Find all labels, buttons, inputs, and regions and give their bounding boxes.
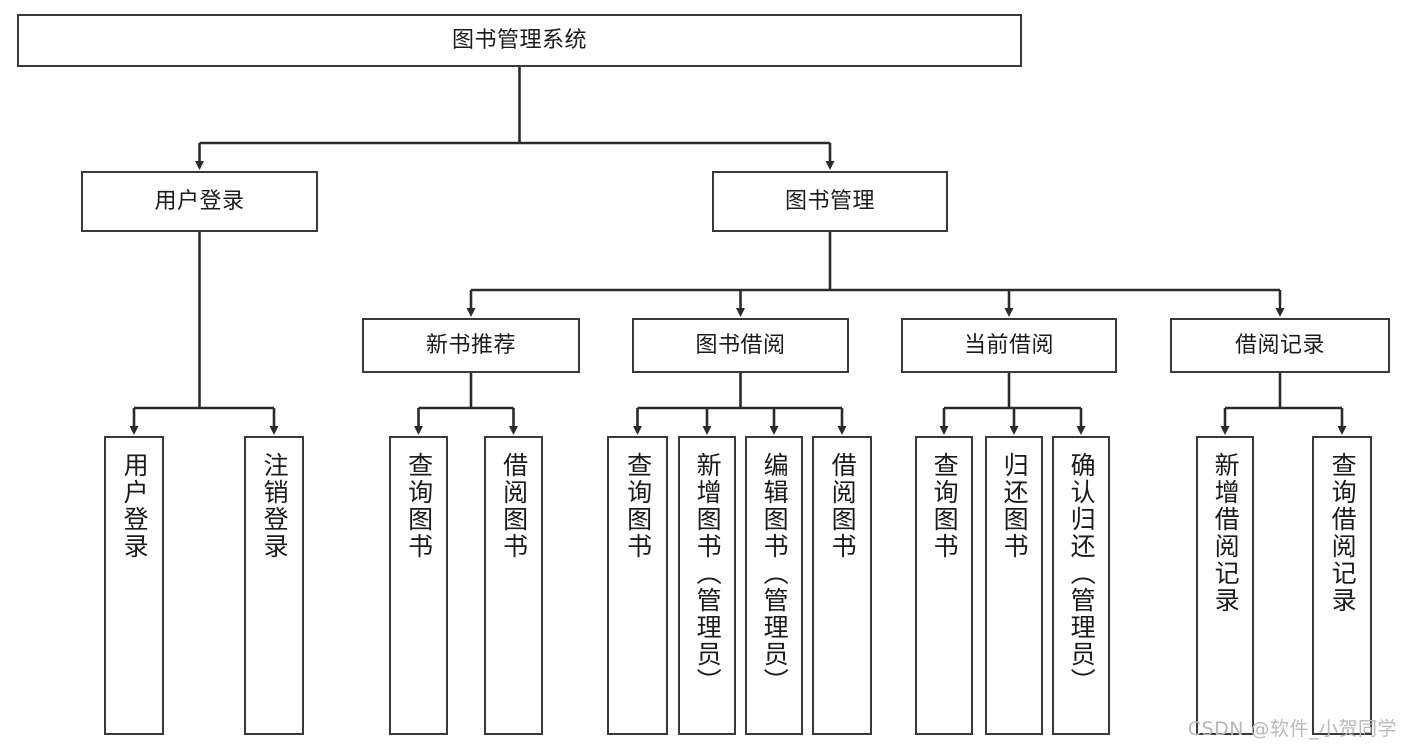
node-book-borrow[interactable]: 图书借阅 — [632, 318, 849, 373]
node-leaf-confirm-return[interactable]: 确认归还（管理员） — [1052, 436, 1110, 735]
node-label-leaf-add-record: 新增借阅记录 — [1211, 452, 1241, 614]
node-current-borrow[interactable]: 当前借阅 — [901, 318, 1117, 373]
node-root[interactable]: 图书管理系统 — [17, 14, 1022, 67]
node-borrow-record[interactable]: 借阅记录 — [1170, 318, 1390, 373]
node-leaf-query-book-b[interactable]: 查询图书 — [607, 436, 668, 735]
node-leaf-add-book[interactable]: 新增图书（管理员） — [678, 436, 736, 735]
node-label-leaf-user-login: 用户登录 — [120, 452, 150, 560]
node-label-root: 图书管理系统 — [451, 27, 587, 53]
node-label-book-borrow: 图书借阅 — [695, 332, 786, 358]
node-label-leaf-edit-book: 编辑图书（管理员） — [760, 452, 790, 695]
node-label-leaf-query-book-b: 查询图书 — [623, 452, 653, 560]
node-label-current-borrow: 当前借阅 — [963, 332, 1054, 358]
node-leaf-query-book-a[interactable]: 查询图书 — [389, 436, 448, 735]
node-leaf-user-login[interactable]: 用户登录 — [104, 436, 164, 735]
csdn-watermark: CSDN @软件_小贺同学 — [1187, 718, 1397, 740]
node-user-login[interactable]: 用户登录 — [81, 171, 318, 232]
node-label-leaf-confirm-return: 确认归还（管理员） — [1067, 452, 1097, 695]
node-leaf-add-record[interactable]: 新增借阅记录 — [1196, 436, 1254, 735]
node-leaf-query-record[interactable]: 查询借阅记录 — [1312, 436, 1372, 735]
node-leaf-query-book-c[interactable]: 查询图书 — [915, 436, 973, 735]
node-label-new-book-rec: 新书推荐 — [425, 332, 516, 358]
node-leaf-borrow-book-a[interactable]: 借阅图书 — [484, 436, 543, 735]
node-label-leaf-add-book: 新增图书（管理员） — [693, 452, 723, 695]
node-leaf-return-book[interactable]: 归还图书 — [985, 436, 1043, 735]
node-label-leaf-query-book-a: 查询图书 — [404, 452, 434, 560]
node-leaf-edit-book[interactable]: 编辑图书（管理员） — [745, 436, 803, 735]
node-label-leaf-borrow-book-b: 借阅图书 — [828, 452, 858, 560]
node-book-manage[interactable]: 图书管理 — [712, 171, 948, 232]
node-label-leaf-return-book: 归还图书 — [1000, 452, 1030, 560]
node-label-leaf-query-record: 查询借阅记录 — [1328, 452, 1358, 614]
node-label-leaf-query-book-c: 查询图书 — [930, 452, 960, 560]
node-label-book-manage: 图书管理 — [784, 188, 875, 214]
node-leaf-user-logout[interactable]: 注销登录 — [244, 436, 304, 735]
node-label-user-login: 用户登录 — [154, 188, 245, 214]
node-label-leaf-borrow-book-a: 借阅图书 — [499, 452, 529, 560]
node-new-book-rec[interactable]: 新书推荐 — [362, 318, 580, 373]
node-label-leaf-user-logout: 注销登录 — [260, 452, 290, 560]
node-leaf-borrow-book-b[interactable]: 借阅图书 — [812, 436, 872, 735]
node-label-borrow-record: 借阅记录 — [1234, 332, 1325, 358]
